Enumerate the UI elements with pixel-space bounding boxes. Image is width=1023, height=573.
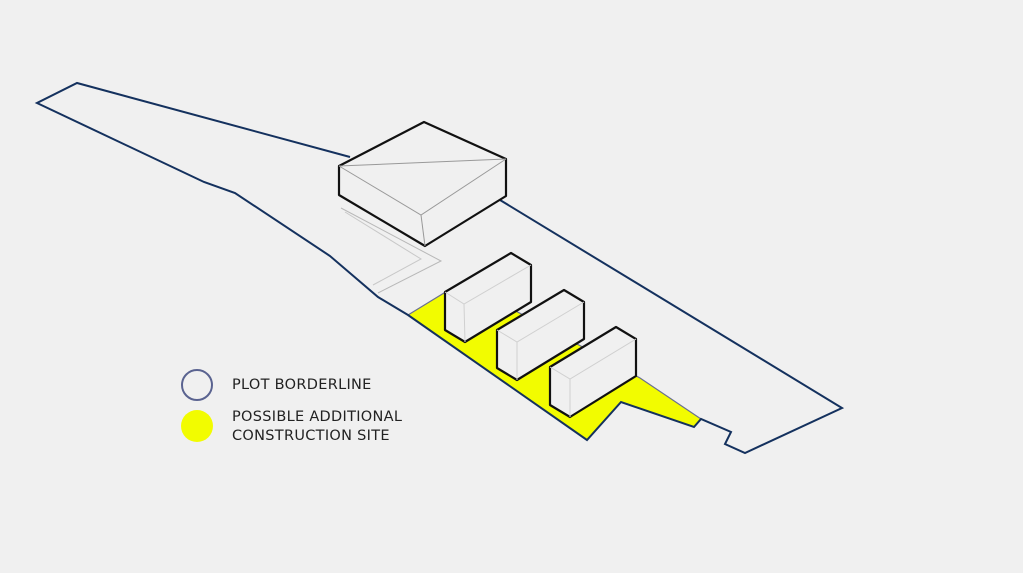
- plot-borderline-legend-icon: [181, 369, 213, 401]
- plot-borderline: [34, 81, 845, 455]
- legend-construction-site-line1: POSSIBLE ADDITIONAL: [232, 409, 403, 425]
- building-3: [548, 325, 638, 419]
- legend-construction-site: POSSIBLE ADDITIONAL CONSTRUCTION SITE: [232, 408, 402, 446]
- building-1: [443, 251, 533, 344]
- legend-plot-borderline: PLOT BORDERLINE: [232, 377, 372, 393]
- ground-shadow-lines: [340, 207, 443, 294]
- construction-site-legend-icon: [181, 410, 213, 442]
- legend-construction-site-line2: CONSTRUCTION SITE: [232, 428, 390, 444]
- main-building: [337, 120, 508, 248]
- building-2: [495, 288, 586, 382]
- ground-shadow-lines-2: [344, 211, 422, 286]
